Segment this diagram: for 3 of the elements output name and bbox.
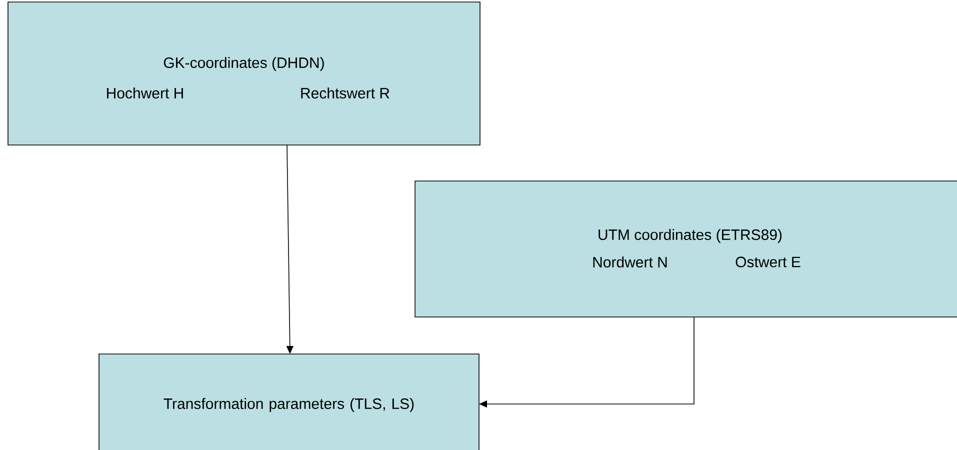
process-box: Transformation parameters (TLS, LS) xyxy=(98,354,480,450)
process-box: GK-coordinates (DHDN) Hochwert H Rechtswert R xyxy=(8,2,480,146)
process-box: UTM coordinates (ETRS89) Nordwert N Ostwert E xyxy=(414,180,957,318)
